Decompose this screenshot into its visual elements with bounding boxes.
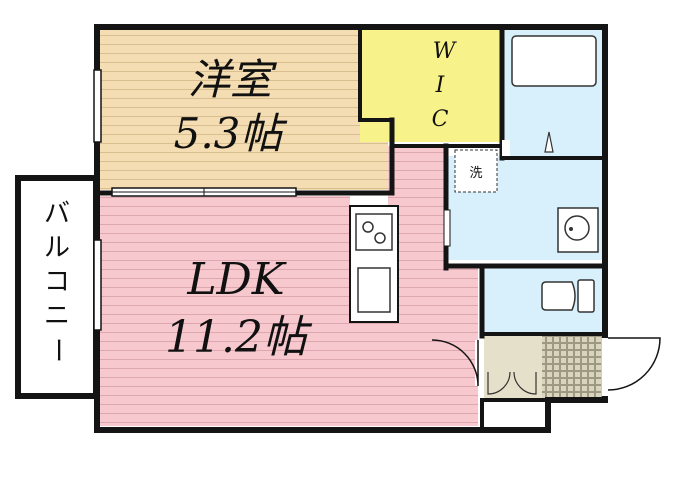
washer-space	[454, 149, 498, 193]
kitchen-counter	[349, 205, 399, 323]
ldk-room-name: LDK	[186, 254, 286, 305]
shoe-closet-door-icon	[487, 371, 511, 395]
drain-icon	[569, 227, 573, 231]
washer-label: 洗	[469, 166, 482, 181]
bathroom	[504, 30, 602, 156]
faucet-icon	[544, 131, 554, 153]
balcony-char-5: ー	[42, 337, 72, 363]
toilet-icon	[541, 281, 576, 311]
wic-letter-c: C	[432, 107, 449, 132]
western-room-window	[93, 69, 102, 143]
wash-room-door	[443, 209, 451, 247]
entrance-hall-door-icon	[431, 339, 479, 387]
basin-icon	[564, 215, 590, 241]
balcony: バ ル コ ニ ー	[15, 175, 99, 399]
balcony-char-4: ニ	[44, 301, 70, 331]
washbasin	[557, 207, 599, 253]
walk-in-closet: W I C	[360, 30, 500, 142]
shoe-closet-door-icon	[513, 371, 537, 395]
entrance	[484, 336, 602, 398]
wic-letter-i: I	[435, 73, 446, 98]
bath-door-gap	[502, 140, 510, 156]
stove	[355, 213, 393, 251]
wash-room: 洗	[448, 149, 602, 260]
balcony-window	[93, 239, 102, 331]
bathtub-icon	[511, 35, 597, 87]
balcony-char-3: コ	[44, 267, 70, 297]
burner-icon	[362, 221, 374, 233]
balcony-char-1: バ	[44, 199, 70, 229]
western-room-name: 洋室	[188, 55, 277, 104]
toilet-room	[484, 266, 602, 332]
western-room-size: 5.3帖	[174, 109, 288, 158]
toilet-tank-icon	[577, 279, 595, 313]
entrance-tiles	[542, 336, 602, 398]
doors	[431, 337, 661, 396]
western-room: 洋室 5.3帖	[100, 30, 388, 190]
sink-icon	[357, 267, 391, 313]
burner-icon	[374, 232, 386, 244]
ldk-room-size: 11.2帖	[165, 312, 313, 363]
windows	[93, 69, 510, 331]
wic-letter-w: W	[433, 39, 458, 64]
balcony-char-2: ル	[44, 233, 70, 263]
front-door-icon	[607, 337, 661, 391]
